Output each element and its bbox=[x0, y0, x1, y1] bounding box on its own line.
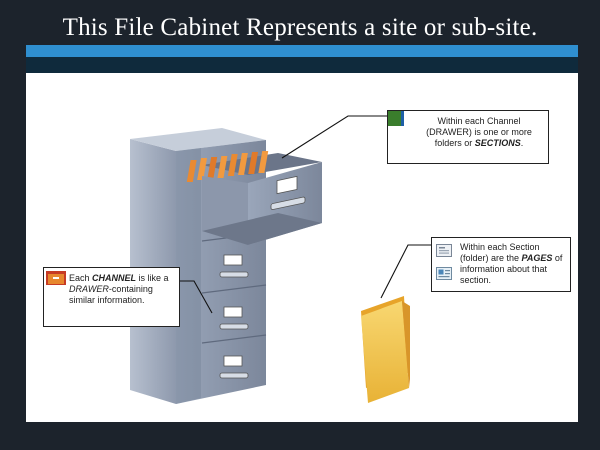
drawer-handle bbox=[219, 254, 249, 278]
callout-section-text: Within each Section (folder) are the PAG… bbox=[460, 242, 563, 285]
drawer-handle bbox=[219, 355, 249, 379]
drawer-icon bbox=[46, 271, 66, 285]
drawer-connector bbox=[281, 115, 387, 159]
drawer-handle bbox=[219, 306, 249, 330]
dark-bar bbox=[26, 57, 578, 73]
connector-lines bbox=[178, 115, 431, 314]
file-cabinet bbox=[130, 128, 322, 404]
page-icon bbox=[436, 244, 452, 257]
illustration bbox=[130, 115, 431, 404]
section-connector bbox=[380, 244, 431, 299]
folder-icon bbox=[361, 296, 410, 403]
drawer-icon bbox=[388, 111, 401, 126]
folders-icon bbox=[186, 151, 269, 182]
callout-drawer: Within each Channel (DRAWER) is one or m… bbox=[387, 110, 549, 164]
callout-channel: Each CHANNEL is like a DRAWER-containing… bbox=[43, 267, 180, 327]
channel-connector bbox=[178, 280, 213, 314]
open-drawer bbox=[186, 151, 322, 245]
callout-channel-text: Each CHANNEL is like a DRAWER-containing… bbox=[69, 273, 169, 305]
cabinet-top bbox=[130, 128, 266, 151]
slide-canvas: Within each Channel (DRAWER) is one or m… bbox=[26, 73, 578, 422]
document-icon bbox=[436, 267, 452, 280]
callout-section: Within each Section (folder) are the PAG… bbox=[431, 237, 571, 292]
slide-title: This File Cabinet Represents a site or s… bbox=[62, 14, 538, 41]
callout-drawer-text: Within each Channel (DRAWER) is one or m… bbox=[426, 116, 532, 148]
accent-bar bbox=[26, 45, 578, 57]
